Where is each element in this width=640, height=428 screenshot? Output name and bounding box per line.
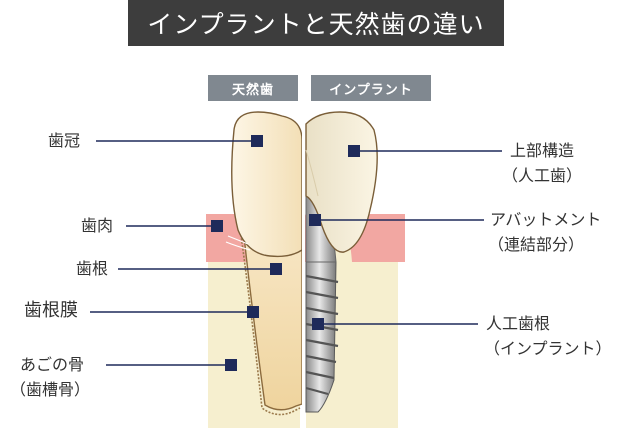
implant-tag: インプラント	[311, 75, 431, 101]
label-ligament: 歯根膜	[24, 300, 78, 321]
label-superstructure-sub: （人工歯）	[502, 166, 583, 185]
marker-crown	[251, 135, 263, 147]
marker-abutment	[309, 214, 321, 226]
label-root: 歯根	[76, 259, 109, 278]
label-crown: 歯冠	[48, 131, 81, 150]
label-fixture: 人工歯根	[486, 314, 551, 333]
label-jaw-bone: あごの骨	[20, 355, 85, 374]
marker-ligament	[247, 306, 259, 318]
natural-tooth-tag: 天然歯	[208, 75, 298, 101]
marker-gum	[211, 220, 223, 232]
label-abutment: アバットメント	[490, 210, 602, 229]
marker-jaw-bone	[225, 359, 237, 371]
marker-superstructure	[348, 145, 360, 157]
marker-root	[270, 263, 282, 275]
label-abutment-sub: （連結部分）	[488, 235, 585, 254]
label-superstructure: 上部構造	[510, 141, 575, 160]
label-jaw-bone-sub: （歯槽骨）	[10, 380, 91, 399]
marker-fixture	[312, 318, 324, 330]
label-fixture-sub: （インプラント）	[484, 339, 612, 358]
label-gum: 歯肉	[81, 216, 114, 235]
page-title: インプラントと天然歯の違い	[128, 0, 504, 46]
